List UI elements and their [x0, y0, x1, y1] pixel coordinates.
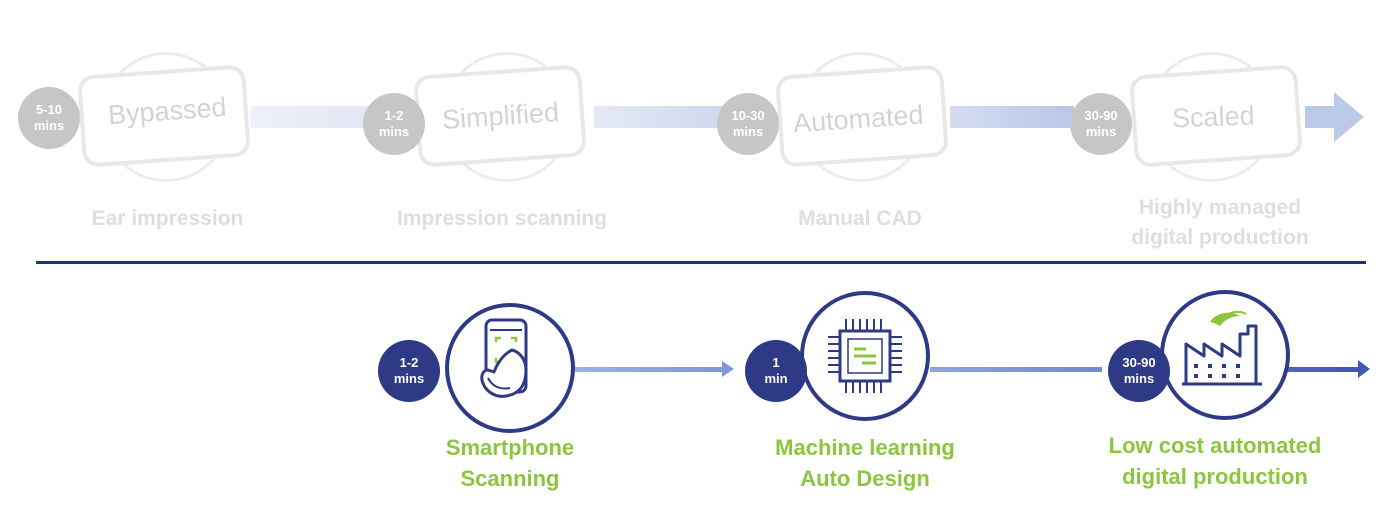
old-badge-value: 10-30: [731, 108, 765, 123]
old-step-caption: Ear impression: [60, 204, 275, 234]
new-connector-2: [930, 367, 1102, 372]
new-caption-line: Machine learning: [775, 435, 955, 460]
old-time-badge: 10-30 mins: [717, 93, 779, 155]
old-badge-value: 30-90: [1084, 108, 1118, 123]
old-arrowhead: [1334, 92, 1364, 142]
new-badge-value: 30-90: [1122, 355, 1156, 370]
old-badge-value: 1-2: [384, 108, 404, 123]
old-caption-line: Highly managed: [1138, 196, 1302, 219]
new-arrowhead-1: [722, 361, 734, 377]
new-time-badge: 1 min: [745, 340, 807, 402]
factory-icon: [1182, 310, 1262, 386]
old-step-caption: Manual CAD: [760, 204, 960, 234]
old-badge-value: 5-10: [35, 102, 63, 117]
old-step-label: Scaled: [1171, 100, 1256, 134]
new-step-caption: Machine learning Auto Design: [735, 432, 995, 494]
section-divider: [36, 261, 1366, 264]
old-time-badge: 30-90 mins: [1070, 93, 1132, 155]
old-time-badge: 5-10 mins: [18, 87, 80, 149]
old-connector-2: [594, 106, 722, 128]
new-badge-unit: mins: [393, 371, 425, 386]
old-badge-unit: mins: [378, 124, 410, 139]
new-caption-line: Low cost automated: [1108, 433, 1322, 458]
new-badge-unit: min: [764, 371, 788, 386]
new-connector-3: [1284, 367, 1360, 372]
new-caption-line: Scanning: [460, 466, 560, 491]
old-caption-line: Manual CAD: [798, 207, 922, 230]
new-arrowhead-3: [1358, 360, 1370, 378]
new-step-ring: [800, 291, 930, 421]
old-badge-unit: mins: [33, 118, 65, 133]
new-time-badge: 1-2 mins: [378, 340, 440, 402]
old-badge-unit: mins: [1085, 124, 1117, 139]
old-connector-3: [950, 106, 1074, 128]
new-step-caption: Smartphone Scanning: [400, 432, 620, 494]
old-badge-unit: mins: [732, 124, 764, 139]
new-caption-line: digital production: [1122, 464, 1308, 489]
new-badge-unit: mins: [1123, 371, 1155, 386]
old-caption-line: Impression scanning: [396, 207, 608, 230]
new-badge-value: 1-2: [399, 355, 419, 370]
old-connector-1: [250, 106, 370, 128]
old-caption-line: digital production: [1131, 226, 1309, 249]
old-time-badge: 1-2 mins: [363, 93, 425, 155]
new-time-badge: 30-90 mins: [1108, 340, 1170, 402]
new-caption-line: Smartphone: [445, 435, 575, 460]
smartphone-scan-icon: [480, 318, 528, 398]
microchip-icon: [828, 319, 902, 393]
new-connector-1: [575, 367, 725, 372]
old-step-caption: Impression scanning: [372, 204, 632, 234]
old-connector-4: [1305, 106, 1337, 128]
new-step-caption: Low cost automated digital production: [1080, 430, 1350, 492]
old-step-caption: Highly managed digital production: [1100, 193, 1340, 253]
old-caption-line: Ear impression: [91, 207, 244, 230]
new-caption-line: Auto Design: [800, 466, 930, 491]
new-badge-value: 1: [772, 355, 780, 370]
